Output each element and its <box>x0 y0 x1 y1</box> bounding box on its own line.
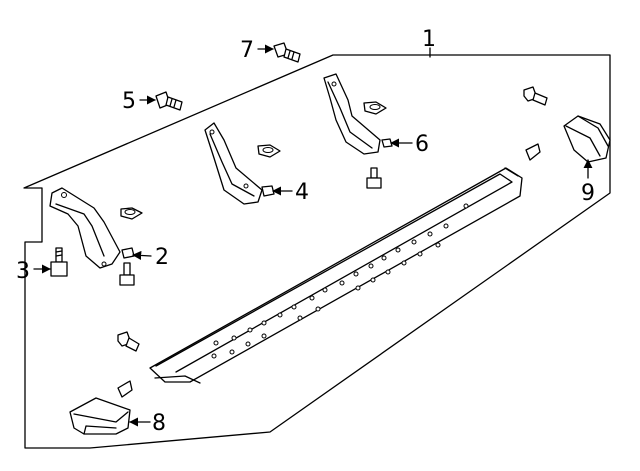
bolt-rear-end <box>523 86 548 106</box>
callout-1: 1 <box>422 27 436 52</box>
end-cap-rear <box>563 115 611 163</box>
callout-5: 5 <box>122 89 136 114</box>
nut-front <box>120 207 143 220</box>
bracket-rear <box>323 73 381 155</box>
nut-middle <box>257 144 281 158</box>
clip-item-4 <box>261 185 275 197</box>
callout-7: 7 <box>240 38 254 63</box>
callout-3: 3 <box>16 259 30 284</box>
running-board-holes <box>211 203 469 359</box>
bolt-front-end <box>117 331 140 352</box>
clip-item-2 <box>121 247 135 259</box>
callout-6: 6 <box>415 132 429 157</box>
running-board <box>149 167 523 384</box>
bracket-middle <box>204 122 263 205</box>
bracket-front <box>49 187 121 269</box>
callout-9: 9 <box>581 181 595 206</box>
bolt-item-7 <box>273 42 301 63</box>
clip-front-end <box>117 380 133 398</box>
callout-4: 4 <box>295 180 309 205</box>
bolt-item-5 <box>155 91 183 111</box>
clip-rear-end <box>525 143 541 161</box>
callout-2-leader <box>132 250 152 260</box>
assembly-boundary <box>23 54 611 449</box>
nut-rear <box>363 101 387 115</box>
callout-8: 8 <box>152 411 166 436</box>
callout-2: 2 <box>155 245 169 270</box>
bolt-front-bracket <box>119 262 135 286</box>
bolt-rear-bracket <box>366 167 382 189</box>
bolt-item-3 <box>50 247 68 277</box>
end-cap-front <box>69 397 131 435</box>
